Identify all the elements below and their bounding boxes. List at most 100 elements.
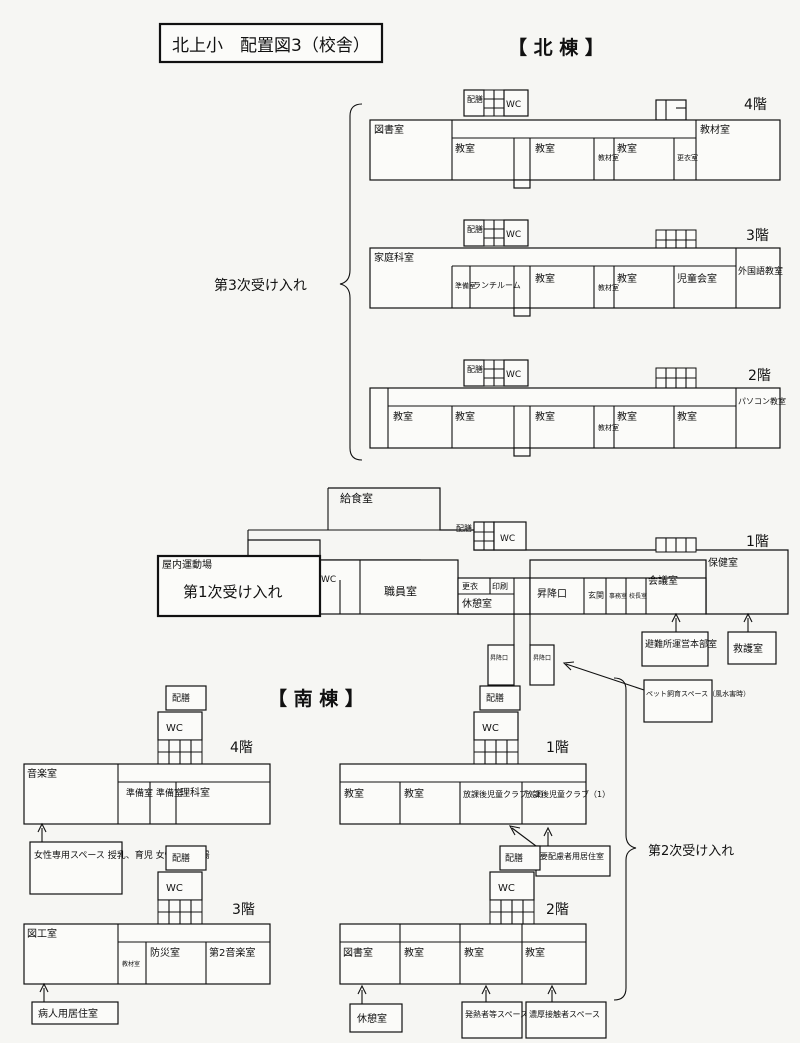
gym-block (156, 554, 322, 618)
north-floor-3: 配膳 WC 家庭科室 準備室 ランチルーム 教室 教材室 教室 児童会室 外国語… (369, 219, 783, 317)
pet-label: ペット飼育スペース（風水害時） (646, 689, 750, 698)
wc-room (493, 521, 527, 551)
wc-label: WC (498, 883, 515, 894)
room-label: 教室 (617, 410, 637, 423)
floor-label: 1階 (546, 740, 569, 756)
room-label: 教室 (535, 272, 555, 285)
room-label: 職員室 (384, 584, 417, 598)
room-label: 教室 (617, 272, 637, 285)
entrance-block (529, 644, 555, 686)
haizen-label: 配膳 (172, 852, 190, 864)
wc-label: WC (166, 723, 183, 734)
floor-label: 1階 (746, 534, 769, 550)
room-label: 教室 (525, 946, 545, 959)
room-label: 休憩室 (462, 597, 492, 610)
wc-label: WC (500, 534, 515, 544)
room-label: 校長室 (629, 592, 647, 600)
room-label: 図書室 (374, 123, 404, 136)
room-label: 昇降口 (533, 654, 551, 662)
room-label: 教室 (404, 787, 424, 800)
hatsunetsu-box (461, 1001, 523, 1039)
accept2-brace (613, 677, 637, 1001)
room-label: 更衣室 (677, 153, 698, 162)
north-floor-1: WC 配膳 給食室 屋内運動場 第1次受け入れ WC 職員室 更衣 印刷 休憩室… (156, 487, 789, 686)
south-east-floor-1: 配膳 WC 教室 教室 放課後児童クラブ（2） 放課後児童クラブ（1） 1階 (339, 685, 610, 825)
noko-label: 濃厚接触者スペース (529, 1009, 600, 1019)
south-heading: 【 南 棟 】 (268, 687, 364, 710)
haizen-label: 配膳 (467, 94, 483, 104)
wc-label: WC (166, 883, 183, 894)
wc-room (503, 359, 529, 387)
entrance-block (487, 644, 515, 686)
room-label: 教室 (404, 946, 424, 959)
floor-block (319, 559, 459, 615)
floor-label: 3階 (232, 902, 255, 918)
wc-room (503, 89, 529, 117)
stair-icon (655, 99, 687, 121)
floor-label: 4階 (744, 97, 767, 113)
floor-label: 3階 (746, 228, 769, 244)
room-label: 昇降口 (490, 654, 508, 662)
room-label: 教室 (455, 142, 475, 155)
room-label: 教材室 (598, 283, 619, 292)
north-floor-2: 配膳 WC 教室 教室 教室 教材室 教室 教室 パソコン教室 2階 (369, 359, 786, 457)
hinan-label: 避難所運営本部室 (645, 638, 717, 650)
room-label: 教室 (617, 142, 637, 155)
hatsunetsu-label: 発熱者等スペース (465, 1009, 528, 1019)
room-label: 第2音楽室 (209, 946, 255, 959)
south-east-floor-2: 配膳 WC 図書室 教室 教室 教室 2階 (339, 845, 587, 985)
stair-stub (513, 307, 531, 317)
floor-block (339, 763, 587, 825)
floor-block (23, 923, 271, 985)
byonin-label: 病人用居住室 (38, 1007, 98, 1020)
wc-label: WC (482, 723, 499, 734)
room-label: 準備室 (156, 787, 183, 799)
room-label: 音楽室 (27, 767, 57, 780)
youhairyo-label: 要配慮者用居住室 (540, 851, 604, 861)
floor-block (23, 763, 271, 825)
haizen-label: 配膳 (467, 364, 483, 374)
kyukei-box (349, 1003, 403, 1033)
room-label: 保健室 (708, 556, 738, 569)
wc-room (473, 711, 519, 741)
room-label: 家庭科室 (374, 251, 414, 264)
noko-box (525, 1001, 607, 1039)
room-label: 準備室 (126, 787, 153, 799)
room-label: 更衣 (462, 581, 478, 591)
room-label: 会議室 (648, 574, 678, 587)
floor-block (369, 119, 781, 181)
room-label: 放課後児童クラブ（2） (463, 789, 548, 799)
accept3-brace (339, 103, 363, 461)
room-label: 防災室 (150, 946, 180, 959)
accept2-label: 第2次受け入れ (648, 843, 734, 859)
page-title: 北上小 配置図3（校舎） (172, 36, 370, 56)
room-label: 教材室 (122, 960, 140, 968)
room-label: 教室 (535, 142, 555, 155)
stair-stub (513, 447, 531, 457)
haizen-label: 配膳 (172, 692, 190, 704)
south-west-floor-3: 配膳 WC 図工室 教材室 防災室 第2音楽室 3階 (23, 845, 271, 985)
north-heading: 【 北 棟 】 (508, 36, 604, 59)
wc-room (157, 711, 203, 741)
hinan-box (641, 631, 709, 667)
floor-block (369, 387, 781, 449)
title-box (158, 22, 384, 64)
room-label: 教室 (393, 410, 413, 423)
haizen-label: 配膳 (456, 523, 472, 533)
wc-room (157, 871, 203, 901)
room-label: 放課後児童クラブ（1） (525, 789, 610, 799)
kyugo-box (727, 631, 777, 665)
haizen-room (165, 685, 207, 711)
floor-block (529, 577, 707, 615)
stair-stub (513, 179, 531, 189)
room-label: 図工室 (27, 927, 57, 940)
wc-label: WC (506, 370, 521, 380)
youhairyo-box (535, 845, 611, 877)
room-label: 屋内運動場 (162, 558, 212, 571)
josei-box (29, 841, 123, 895)
kyugo-label: 救護室 (733, 642, 763, 655)
room-label: 教室 (677, 410, 697, 423)
wc-label: WC (506, 100, 521, 110)
haizen-room (165, 845, 207, 871)
